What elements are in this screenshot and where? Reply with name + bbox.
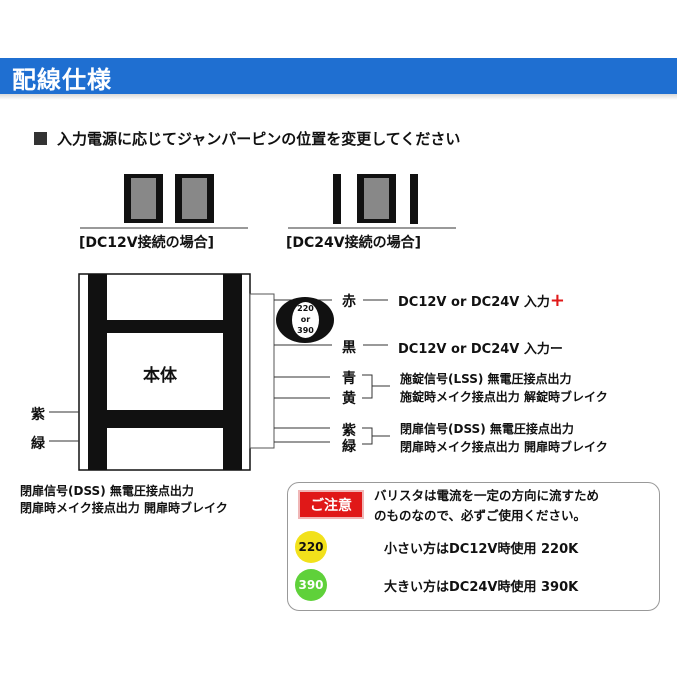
caption-dc12v: [DC12V接続の場合]: [79, 235, 215, 251]
wire-purple: 紫: [342, 423, 356, 439]
dss-line2: 閉扉時メイク接点出力 開扉時ブレイク: [400, 440, 608, 454]
dss-line1: 閉扉信号(DSS) 無電圧接点出力: [400, 422, 574, 436]
left-desc-line1: 閉扉信号(DSS) 無電圧接点出力: [20, 484, 194, 498]
device-body: [78, 273, 275, 471]
notice-text-line1: バリスタは電流を一定の方向に流すため: [374, 488, 600, 503]
wire-black-desc: DC12V or DC24V 入力ー: [398, 342, 563, 357]
left-desc-line2: 閉扉時メイク接点出力 開扉時ブレイク: [20, 501, 228, 515]
jumper-12v: [80, 174, 248, 229]
wire-green: 緑: [342, 439, 356, 455]
wire-red: 赤: [342, 294, 356, 310]
varistor-220-text: 小さい方はDC12V時使用 220K: [384, 542, 579, 557]
notice-text: バリスタは電流を一定の方向に流すため のものなので、必ずご使用ください。: [374, 486, 654, 526]
varistor-220-circle: 220: [295, 531, 327, 563]
varistor-mid: or: [300, 315, 311, 324]
section-header: 配線仕様: [0, 58, 677, 94]
caption-dc24v: [DC24V接続の場合]: [286, 235, 422, 251]
right-wires: [274, 299, 390, 445]
instruction-text: 入力電源に応じてジャンパーピンの位置を変更してください: [57, 130, 461, 148]
wire-red-desc-text: DC12V or DC24V 入力: [398, 295, 550, 310]
body-label: 本体: [143, 366, 177, 386]
varistor-top: 220: [297, 304, 314, 313]
varistor-390-text: 大きい方はDC24V時使用 390K: [384, 580, 579, 595]
notice-badge: ご注意: [298, 490, 364, 519]
notice-text-line2: のものなので、必ずご使用ください。: [374, 508, 587, 523]
wire-red-desc: DC12V or DC24V 入力+: [398, 290, 565, 311]
instruction: 入力電源に応じてジャンパーピンの位置を変更してください: [34, 128, 460, 149]
left-wire-purple: 紫: [31, 407, 45, 423]
left-wire-green: 緑: [31, 436, 45, 452]
wire-yellow: 黄: [342, 391, 356, 407]
varistor-icon: 220 or 390: [276, 297, 334, 343]
lss-line1: 施錠信号(LSS) 無電圧接点出力: [400, 372, 572, 386]
left-wires: [49, 411, 79, 442]
wire-black: 黒: [342, 340, 356, 356]
header-shadow: [0, 94, 677, 100]
plus-icon: +: [549, 290, 565, 311]
bullet-square-icon: [34, 132, 47, 145]
varistor-390-circle: 390: [295, 569, 327, 601]
page-title: 配線仕様: [12, 66, 112, 94]
jumper-24v: [288, 174, 456, 229]
wire-blue: 青: [342, 371, 356, 387]
varistor-bottom: 390: [297, 326, 314, 335]
lss-line2: 施錠時メイク接点出力 解錠時ブレイク: [400, 390, 608, 404]
